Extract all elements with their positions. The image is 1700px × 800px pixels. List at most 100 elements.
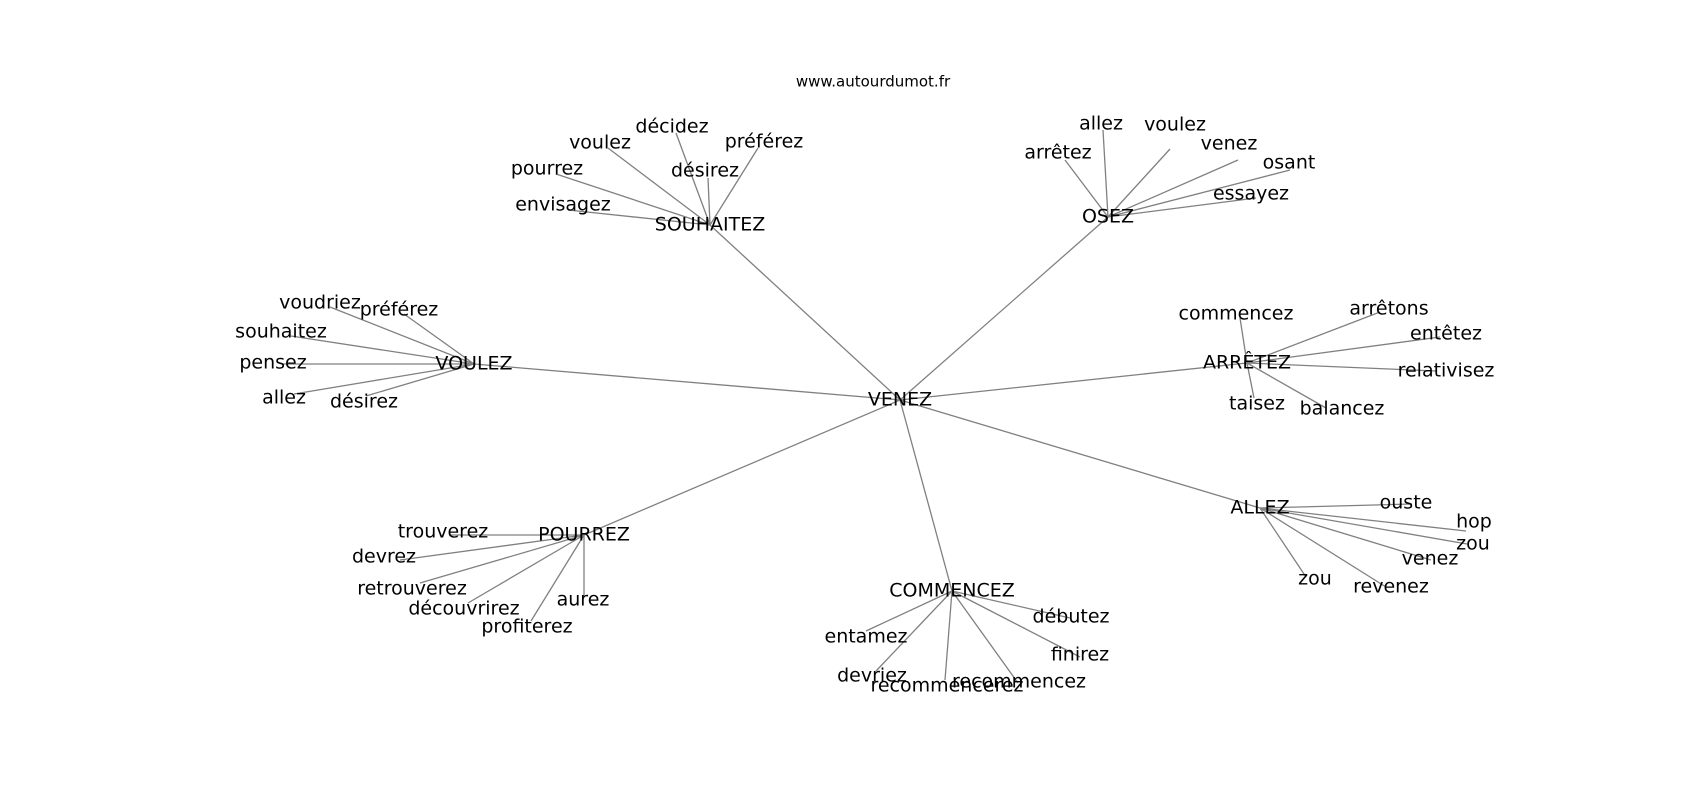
- hub-node-commencez: COMMENCEZ: [889, 580, 1015, 602]
- leaf-node: revenez: [1353, 576, 1429, 598]
- hub-node-allez: ALLEZ: [1230, 497, 1289, 519]
- edge-center-voulez: [473, 363, 901, 401]
- edge-arretez-leaf: [1246, 362, 1437, 372]
- edge-osez-leaf: [1064, 159, 1109, 218]
- edge-center-souhaitez: [709, 224, 901, 401]
- edge-allez-leaf: [1259, 507, 1307, 578]
- leaf-node: voudriez: [279, 292, 361, 314]
- leaf-node: zou: [1456, 533, 1490, 555]
- leaf-node: allez: [262, 387, 306, 409]
- leaf-node: devrez: [352, 546, 416, 568]
- edge-center-arretez: [899, 362, 1248, 401]
- edge-osez-leaf: [1107, 197, 1257, 218]
- leaf-node: arrêtez: [1024, 142, 1091, 164]
- leaf-node: débutez: [1033, 606, 1110, 628]
- hub-node-souhaitez: SOUHAITEZ: [655, 214, 765, 236]
- leaf-node: désirez: [671, 160, 739, 182]
- hub-node-voulez: VOULEZ: [435, 353, 512, 375]
- edge-voulez-leaf: [293, 363, 475, 395]
- leaf-node: préférez: [360, 299, 439, 321]
- leaf-node: commencez: [1179, 303, 1294, 325]
- edge-allez-leaf: [1259, 507, 1387, 588]
- leaf-node: aurez: [557, 589, 610, 611]
- edge-allez-leaf: [1259, 507, 1432, 561]
- edge-voulez-leaf: [365, 363, 475, 397]
- leaf-node: pensez: [239, 352, 306, 374]
- edge-souhaitez-leaf: [607, 147, 711, 226]
- edge-souhaitez-leaf: [709, 147, 759, 226]
- edge-voulez-leaf: [329, 306, 475, 365]
- edge-osez-leaf: [1107, 159, 1239, 218]
- leaf-node: profiterez: [481, 616, 572, 638]
- leaf-node: voulez: [569, 132, 631, 154]
- graph-nodes: VENEZSOUHAITEZvoulezdécidezpréférezpourr…: [235, 113, 1494, 697]
- leaf-node: balancez: [1300, 398, 1385, 420]
- leaf-node: préférez: [725, 131, 804, 153]
- leaf-node: voulez: [1144, 114, 1206, 136]
- edge-center-osez: [899, 216, 1109, 401]
- leaf-node: entêtez: [1410, 323, 1482, 345]
- leaf-node: zou: [1298, 568, 1332, 590]
- edge-pourrez-leaf: [419, 534, 585, 584]
- leaf-node: décidez: [635, 116, 708, 138]
- edge-center-allez: [899, 399, 1261, 509]
- leaf-node: retrouverez: [357, 578, 467, 600]
- leaf-node: arrêtons: [1349, 298, 1428, 320]
- leaf-node: découvrirez: [408, 598, 519, 620]
- leaf-node: venez: [1402, 548, 1459, 570]
- edge-souhaitez-leaf: [707, 177, 711, 226]
- leaf-node: allez: [1079, 113, 1123, 135]
- edge-allez-leaf: [1259, 507, 1468, 545]
- hub-node-arretez: ARRÊTEZ: [1203, 351, 1291, 374]
- leaf-node: souhaitez: [235, 321, 327, 343]
- leaf-node: ouste: [1380, 492, 1433, 514]
- edge-osez-leaf: [1107, 148, 1171, 218]
- leaf-node: hop: [1456, 511, 1492, 533]
- hub-node-osez: OSEZ: [1082, 206, 1134, 228]
- edge-commencez-leaf: [951, 590, 1019, 684]
- watermark: www.autourdumot.fr: [796, 73, 951, 91]
- edge-center-pourrez: [583, 399, 901, 536]
- edge-pourrez-leaf: [467, 534, 585, 604]
- edge-commencez-leaf: [951, 590, 1081, 658]
- edge-pourrez-leaf: [399, 534, 585, 561]
- leaf-node: osant: [1263, 152, 1316, 174]
- edge-arretez-leaf: [1239, 317, 1248, 364]
- leaf-node: finirez: [1051, 644, 1109, 666]
- edge-voulez-leaf: [290, 335, 475, 365]
- edge-arretez-leaf: [1246, 336, 1441, 364]
- hub-node-pourrez: POURREZ: [538, 524, 630, 546]
- edge-allez-leaf: [1259, 507, 1467, 532]
- edge-osez-leaf: [1107, 169, 1291, 218]
- graph-edges: [283, 129, 1468, 684]
- leaf-node: désirez: [330, 391, 398, 413]
- center-node: VENEZ: [868, 389, 932, 411]
- leaf-node: venez: [1201, 133, 1258, 155]
- leaf-node: taisez: [1229, 393, 1285, 415]
- edge-allez-leaf: [1259, 503, 1413, 509]
- leaf-node: envisagez: [515, 194, 611, 216]
- edge-commencez-leaf: [875, 590, 953, 672]
- edge-souhaitez-leaf: [567, 209, 711, 226]
- edge-osez-leaf: [1102, 129, 1109, 218]
- leaf-node: relativisez: [1398, 360, 1495, 382]
- edge-commencez-leaf: [865, 590, 953, 632]
- edge-arretez-leaf: [1246, 311, 1381, 364]
- edge-pourrez-leaf: [530, 534, 585, 622]
- leaf-node: recommencez: [952, 671, 1086, 693]
- leaf-node: entamez: [825, 626, 908, 648]
- edge-commencez-leaf: [944, 590, 953, 681]
- leaf-node: trouverez: [398, 521, 489, 543]
- edge-arretez-leaf: [1246, 362, 1255, 399]
- edge-souhaitez-leaf: [555, 173, 711, 226]
- edge-arretez-leaf: [1246, 362, 1327, 409]
- leaf-node: essayez: [1213, 183, 1289, 205]
- leaf-node: pourrez: [511, 158, 583, 180]
- edge-souhaitez-leaf: [675, 132, 711, 226]
- edge-commencez-leaf: [951, 590, 1071, 619]
- leaf-node: devriez: [837, 665, 907, 687]
- edge-center-commencez: [899, 399, 953, 592]
- leaf-node: recommencerez: [870, 675, 1023, 697]
- edge-voulez-leaf: [403, 313, 475, 365]
